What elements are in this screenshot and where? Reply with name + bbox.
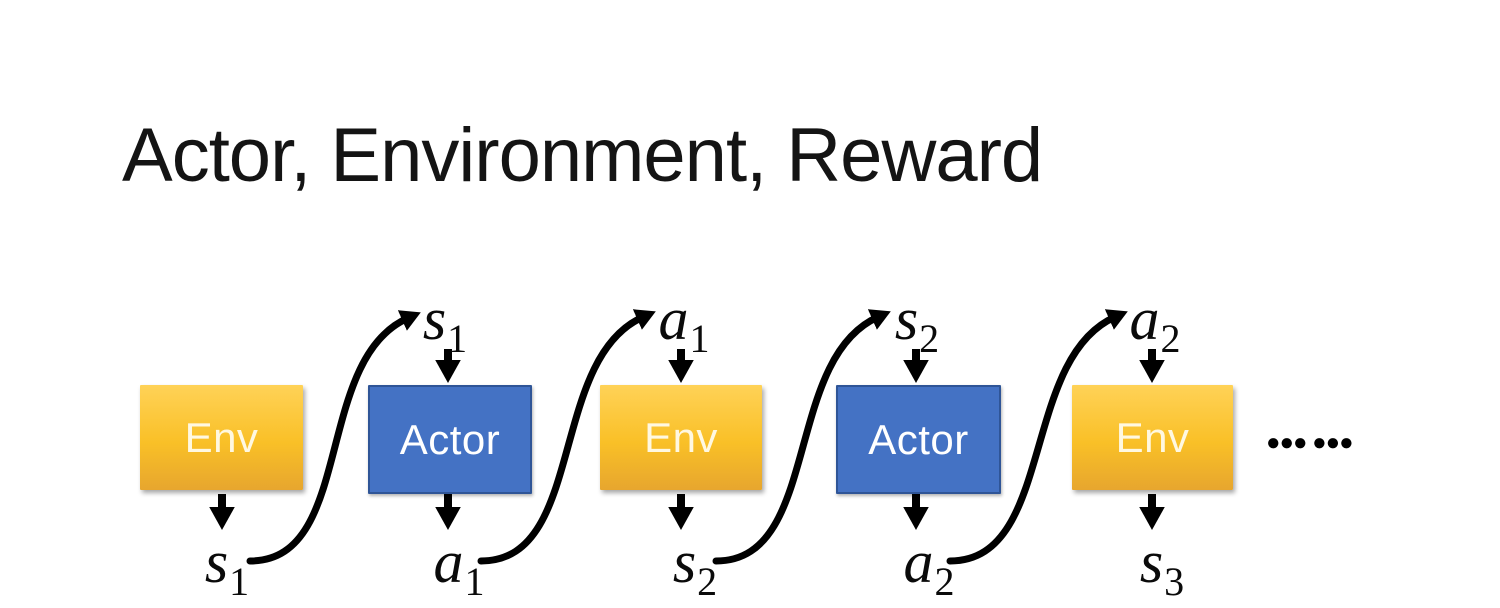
env-box-1-label: Env [184,413,259,461]
bottom-label-s2-sub: 2 [697,559,718,604]
top-label-s1-sub: 1 [447,316,468,361]
curved-arrow-a1 [477,309,656,565]
actor-box-2: Actor [836,385,1001,494]
bottom-label-a1-sub: 1 [464,559,485,604]
actor-box-1-label: Actor [399,415,501,463]
bottom-label-s2: s2 [672,529,717,602]
bottom-label-a2-sub: 2 [934,559,955,604]
bottom-label-s1-base: s [204,529,229,595]
top-label-a1-sub: 1 [689,316,710,361]
top-label-a2-base: a [1129,286,1160,352]
bottom-label-s3: s3 [1139,529,1184,602]
bottom-label-a2: a2 [903,529,955,602]
top-label-s2-base: s [894,286,919,352]
bottom-label-a1: a1 [433,529,485,602]
top-label-s1-base: s [422,286,447,352]
env-box-3: Env [1072,385,1233,490]
bottom-label-s2-base: s [672,529,697,595]
curved-arrow-a2 [946,309,1128,565]
env-box-2-label: Env [644,413,718,461]
actor-box-1: Actor [368,385,532,494]
env-box-1: Env [140,385,303,490]
top-label-s2-sub: 2 [919,316,940,361]
bottom-label-s3-base: s [1139,529,1164,595]
bottom-label-s3-sub: 3 [1164,559,1185,604]
top-label-s1: s1 [422,286,467,359]
bottom-label-s1: s1 [204,529,249,602]
actor-box-2-label: Actor [868,415,969,463]
env-box-3-label: Env [1115,413,1190,461]
top-label-s2: s2 [894,286,939,359]
bottom-label-a2-base: a [903,529,934,595]
top-label-a2: a2 [1129,286,1181,359]
top-label-a2-sub: 2 [1160,316,1181,361]
curved-arrow-s1 [246,310,421,565]
continuation-dots: ●●● ●●● [1266,429,1354,456]
top-label-a1: a1 [658,286,710,359]
curved-arrow-s2 [712,309,891,565]
bottom-label-a1-base: a [433,529,464,595]
env-box-2: Env [600,385,762,490]
slide-title: Actor, Environment, Reward [122,113,1043,198]
top-label-a1-base: a [658,286,689,352]
bottom-label-s1-sub: 1 [229,559,250,604]
